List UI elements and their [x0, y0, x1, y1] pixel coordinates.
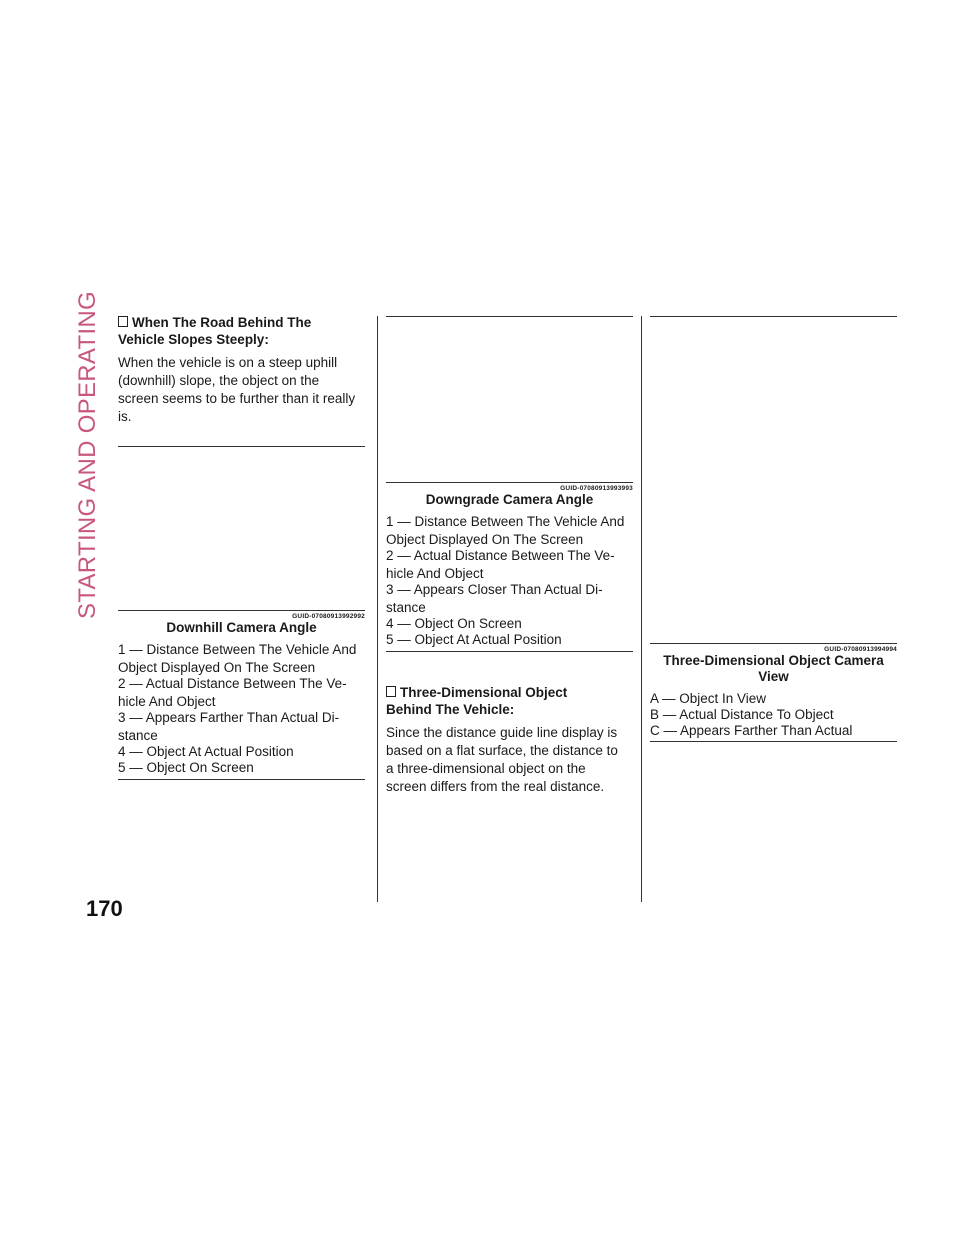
heading-line-1: Three-Dimensional Object: [400, 685, 568, 700]
column-divider-2: [641, 316, 642, 902]
legend-line: 2 — Actual Distance Between The Ve-: [386, 548, 615, 563]
legend-line: B — Actual Distance To Object: [650, 707, 834, 722]
figure-caption: Three-Dimensional Object Camera View: [650, 653, 897, 685]
figure-downhill-camera-angle: [118, 446, 365, 610]
legend-line: 5 — Object At Actual Position: [386, 632, 562, 647]
paragraph-line: a three-dimensional object on the: [386, 761, 586, 776]
paragraph-steep-slope: When the vehicle is on a steep uphill (d…: [118, 354, 365, 426]
checkbox-bullet-icon: [386, 686, 396, 697]
legend-line: 1 — Distance Between The Vehicle And: [386, 514, 625, 529]
caption-line-2: View: [758, 669, 789, 684]
figure-legend: 1 — Distance Between The Vehicle And Obj…: [118, 642, 365, 780]
figure-guid: GUID-07080913992992: [118, 610, 365, 620]
figure-legend: A — Object In View B — Actual Distance T…: [650, 691, 897, 742]
section-side-tab: STARTING AND OPERATING: [70, 291, 106, 619]
page-number: 170: [86, 896, 123, 921]
legend-line: hicle And Object: [118, 694, 216, 709]
legend-line: 2 — Actual Distance Between The Ve-: [118, 676, 347, 691]
legend-line: Object Displayed On The Screen: [386, 532, 584, 547]
legend-line: stance: [386, 600, 426, 615]
figure-guid: GUID-07080913993993: [386, 482, 633, 492]
legend-line: 3 — Appears Farther Than Actual Di-: [118, 710, 340, 725]
legend-line: A — Object In View: [650, 691, 767, 706]
legend-line: 4 — Object On Screen: [386, 616, 522, 631]
paragraph-3d-object: Since the distance guide line display is…: [386, 724, 633, 796]
paragraph-line: (downhill) slope, the object on the: [118, 373, 320, 388]
column-3: GUID-07080913994994 Three-Dimensional Ob…: [650, 316, 897, 742]
legend-line: C — Appears Farther Than Actual: [650, 723, 853, 738]
figure-3d-object-camera-view: [650, 316, 897, 643]
section-side-tab-label: STARTING AND OPERATING: [74, 291, 101, 619]
figure-caption: Downgrade Camera Angle: [425, 492, 594, 507]
checkbox-bullet-icon: [118, 316, 128, 327]
legend-line: 4 — Object At Actual Position: [118, 744, 294, 759]
paragraph-line: screen differs from the real distance.: [386, 779, 605, 794]
paragraph-line: When the vehicle is on a steep uphill: [118, 355, 338, 370]
paragraph-line: based on a flat surface, the distance to: [386, 743, 618, 758]
figure-caption: Downhill Camera Angle: [166, 620, 317, 635]
legend-line: hicle And Object: [386, 566, 484, 581]
section-heading-3d-object: Three-Dimensional Object Behind The Vehi…: [386, 684, 633, 718]
section-heading-steep-slope: When The Road Behind The Vehicle Slopes …: [118, 314, 365, 348]
heading-line-1: When The Road Behind The: [132, 315, 312, 330]
column-2: GUID-07080913993993 Downgrade Camera Ang…: [386, 316, 633, 796]
caption-line-1: Three-Dimensional Object Camera: [663, 653, 884, 668]
figure-guid: GUID-07080913994994: [650, 643, 897, 653]
legend-line: 3 — Appears Closer Than Actual Di-: [386, 582, 603, 597]
column-1: When The Road Behind The Vehicle Slopes …: [118, 314, 365, 780]
heading-line-2: Behind The Vehicle:: [386, 702, 515, 717]
legend-line: stance: [118, 728, 158, 743]
legend-line: Object Displayed On The Screen: [118, 660, 316, 675]
legend-line: 1 — Distance Between The Vehicle And: [118, 642, 357, 657]
column-divider-1: [377, 316, 378, 902]
paragraph-line: is.: [118, 409, 132, 424]
legend-line: 5 — Object On Screen: [118, 760, 254, 775]
heading-line-2: Vehicle Slopes Steeply:: [118, 332, 269, 347]
figure-downgrade-camera-angle: [386, 316, 633, 482]
figure-legend: 1 — Distance Between The Vehicle And Obj…: [386, 514, 633, 652]
paragraph-line: Since the distance guide line display is: [386, 725, 618, 740]
paragraph-line: screen seems to be further than it reall…: [118, 391, 356, 406]
